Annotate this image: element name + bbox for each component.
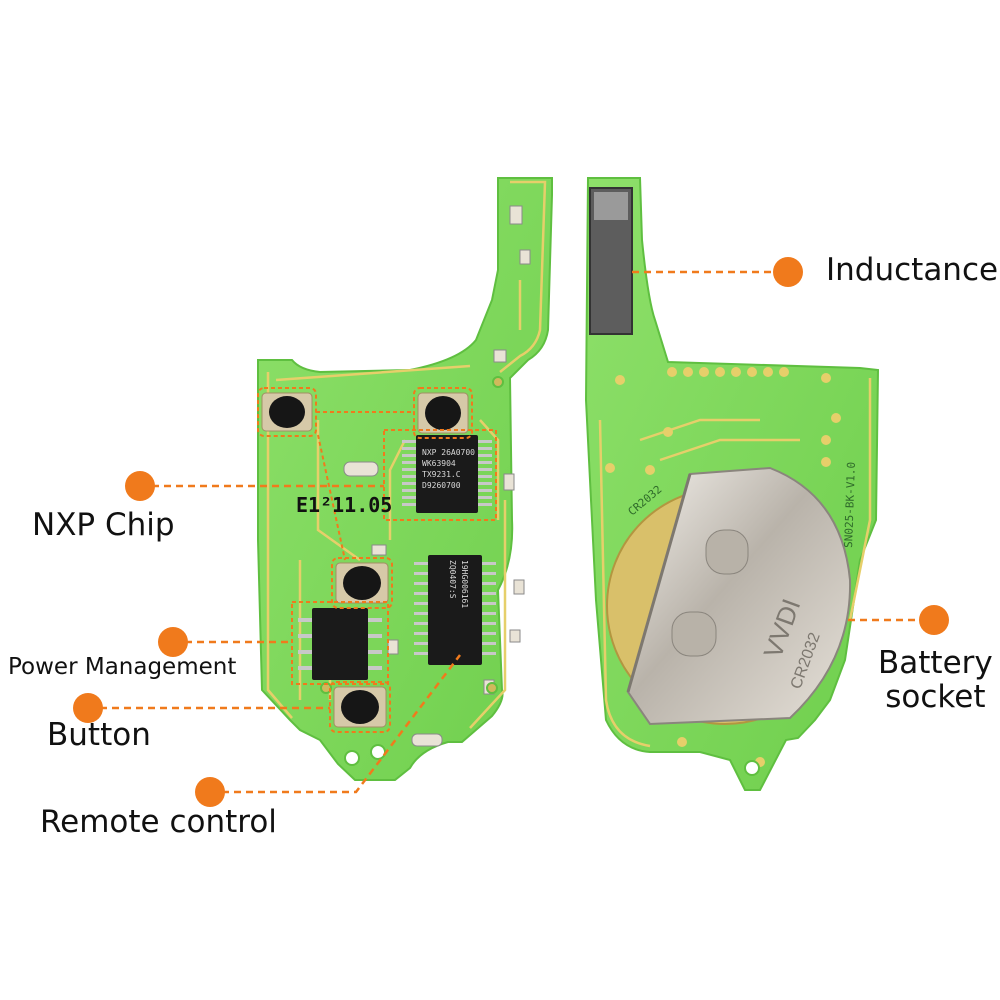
battery-clip <box>626 466 852 726</box>
back-mounting-holes <box>744 760 760 776</box>
nxp-chip-label: NXP Chip <box>32 507 175 543</box>
button-middle <box>335 562 389 604</box>
battery-socket-label-line2: socket <box>885 679 986 715</box>
battery-socket-label-line1: Battery <box>878 645 993 681</box>
remote-control-leader <box>210 654 461 794</box>
nxp-chip-dot <box>125 471 155 501</box>
nxp-chip <box>402 435 492 513</box>
front-pcb-board <box>257 177 553 781</box>
button-top-right <box>417 392 469 434</box>
button-dot <box>73 693 103 723</box>
button-label: Button <box>47 717 151 753</box>
front-buttons <box>261 392 469 728</box>
battery-socket-dot <box>919 605 949 635</box>
callout-dots <box>73 257 949 807</box>
button-bottom <box>333 686 387 728</box>
battery-socket-label: Battery socket <box>878 646 993 714</box>
inductance-component <box>589 187 633 335</box>
front-mounting-holes <box>320 376 504 766</box>
power-management-label: Power Management <box>8 654 237 680</box>
inductance-label: Inductance <box>826 252 999 288</box>
inductance-dot <box>773 257 803 287</box>
battery-socket <box>606 466 852 726</box>
remote-control-label: Remote control <box>40 804 277 840</box>
power-management-dot <box>158 627 188 657</box>
back-pcb-board <box>584 177 880 791</box>
remote-control-chip <box>414 555 496 665</box>
callout-lines <box>88 270 934 794</box>
remote-control-dot <box>195 777 225 807</box>
front-highlight-boxes <box>257 387 497 733</box>
back-traces <box>598 378 872 748</box>
power-management-chip <box>298 608 382 680</box>
button-top-left <box>261 392 313 432</box>
